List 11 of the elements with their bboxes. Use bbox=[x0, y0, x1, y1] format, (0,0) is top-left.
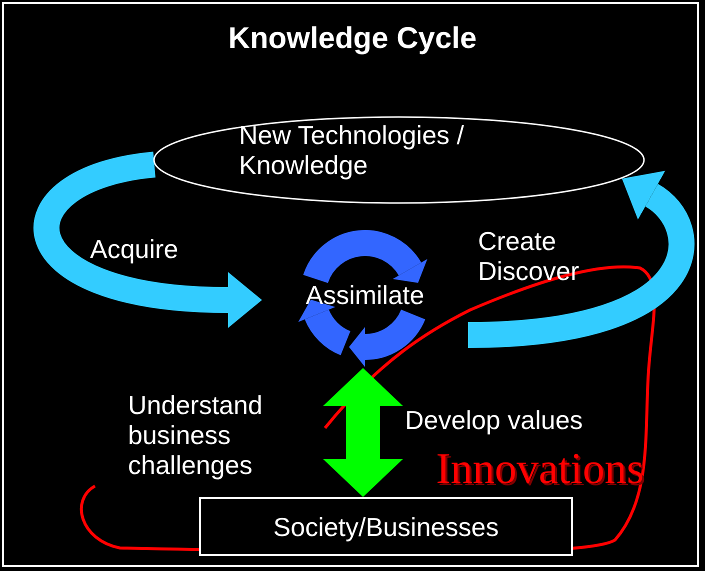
note-text: Understand business challenges bbox=[128, 390, 264, 480]
edge-label: Acquire bbox=[90, 234, 180, 264]
note-text: Develop values bbox=[405, 405, 584, 435]
node-label: New Technologies / Knowledge bbox=[239, 120, 465, 180]
arrow bbox=[323, 368, 403, 497]
title: Knowledge Cycle bbox=[227, 22, 478, 56]
process-box: Society/Businesses bbox=[199, 497, 573, 556]
edge-label: Create Discover bbox=[478, 226, 580, 286]
annotation-text: Innovations bbox=[436, 444, 644, 494]
arrow bbox=[467, 172, 694, 348]
node-label: Assimilate bbox=[304, 280, 426, 310]
